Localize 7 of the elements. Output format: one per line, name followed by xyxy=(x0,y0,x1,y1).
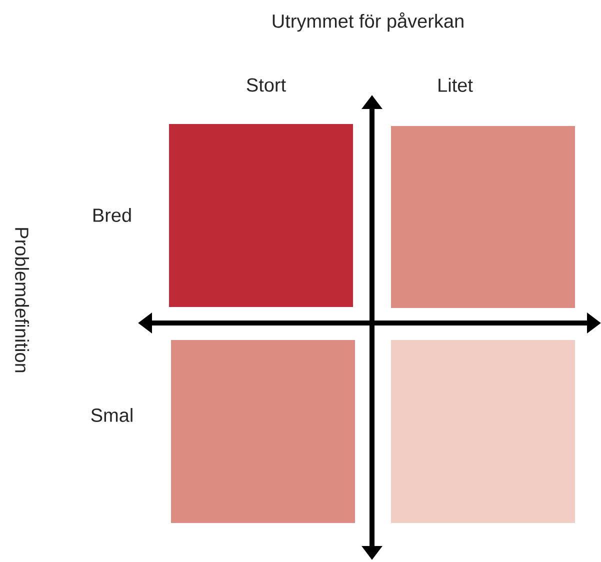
row-label: Bred xyxy=(94,208,131,222)
quadrant-square xyxy=(171,340,355,523)
quadrant-square xyxy=(169,124,353,307)
axis-title: Utrymmet för påverkan xyxy=(272,12,464,32)
axis-title: Problemdefinition xyxy=(15,228,29,372)
quadrant-square xyxy=(391,340,575,523)
quadrant-square xyxy=(391,126,575,308)
